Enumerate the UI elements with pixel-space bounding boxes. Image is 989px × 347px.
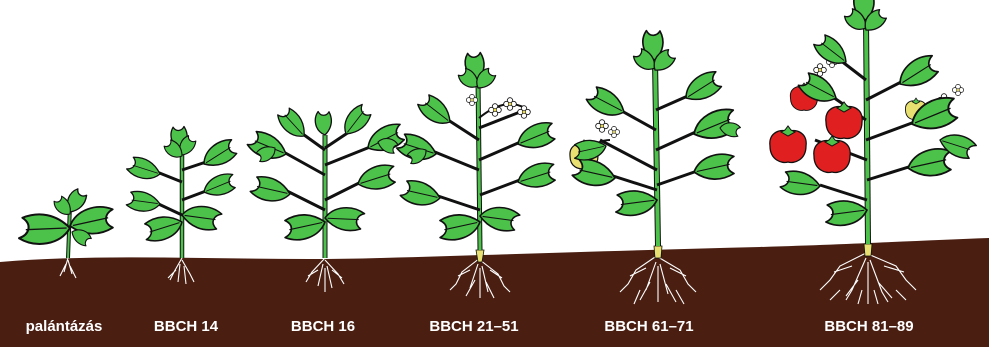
stage-label-bbch-14: BBCH 14 [154, 318, 218, 335]
stage-label-planting: palántázás [26, 318, 103, 335]
stage-label-bbch-16: BBCH 16 [291, 318, 355, 335]
stage-label-bbch-61-71: BBCH 61–71 [604, 318, 693, 335]
stage-label-bbch-81-89: BBCH 81–89 [824, 318, 913, 335]
stage-label-bbch-21-51: BBCH 21–51 [429, 318, 518, 335]
